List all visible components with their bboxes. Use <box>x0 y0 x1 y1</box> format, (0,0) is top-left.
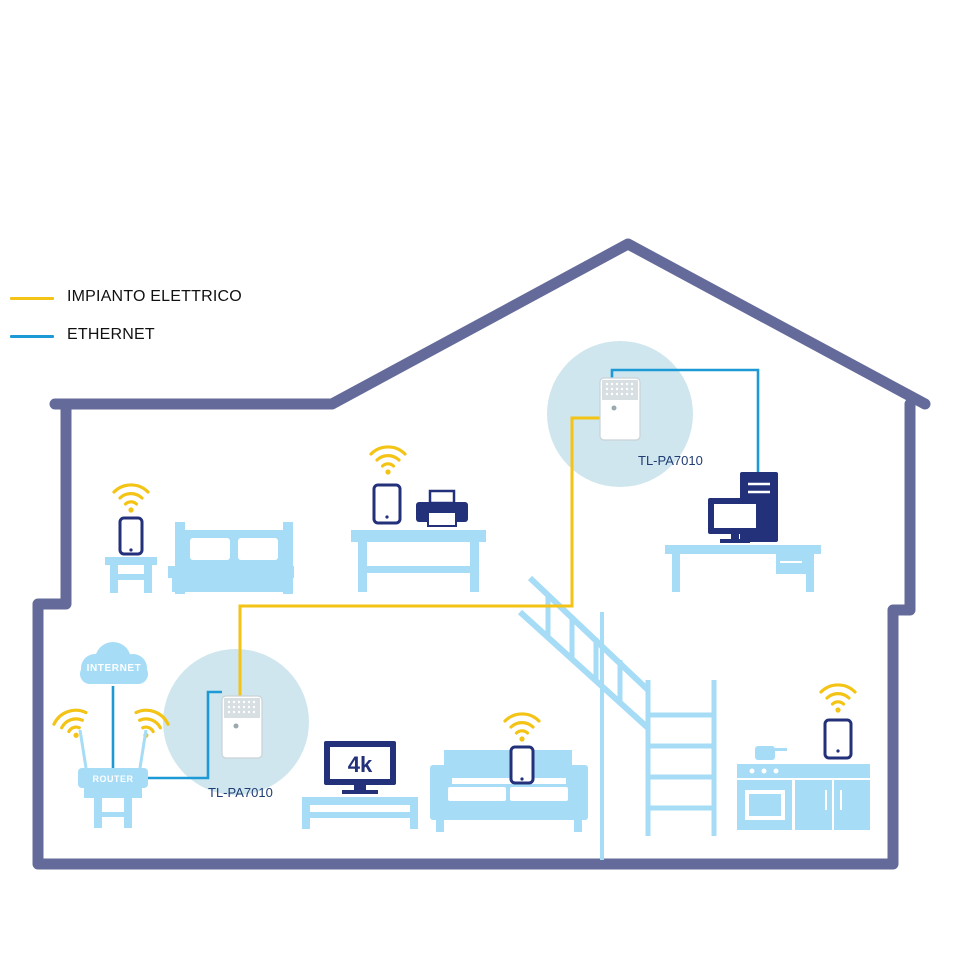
wifi-icon <box>49 704 95 746</box>
legend-label-ethernet: ETHERNET <box>67 326 155 343</box>
nightstand <box>105 557 157 593</box>
legend-item-powerline: IMPIANTO ELETTRICO <box>10 286 310 310</box>
printer-icon <box>416 489 468 527</box>
house-outline <box>32 238 931 870</box>
computer-icon <box>708 472 778 543</box>
tv-stand <box>302 797 418 829</box>
bed <box>168 522 294 594</box>
staircase <box>517 575 717 860</box>
kitchen-counter <box>737 746 870 830</box>
adapter-top <box>599 377 641 441</box>
wifi-icon <box>112 483 150 515</box>
powerline-swatch <box>10 297 54 300</box>
wifi-icon <box>503 712 541 744</box>
tv-label: 4k <box>348 752 373 777</box>
ethernet-cable-bottom <box>146 690 222 780</box>
adapter-top-label: TL-PA7010 <box>638 453 703 468</box>
tv-icon <box>324 741 396 794</box>
router-icon <box>78 729 148 828</box>
tablet-icon <box>823 718 853 760</box>
powerline-cable <box>238 416 600 700</box>
ethernet-swatch <box>10 335 54 338</box>
wifi-icon <box>369 445 407 477</box>
wifi-icon <box>819 683 857 715</box>
sofa <box>430 750 588 832</box>
phone-icon <box>118 516 144 556</box>
tablet-icon <box>372 483 402 525</box>
internet-cloud-icon <box>80 642 148 684</box>
legend-label-powerline: IMPIANTO ELETTRICO <box>67 288 242 305</box>
adapter-bottom-label: TL-PA7010 <box>208 785 273 800</box>
adapter-bottom <box>221 695 263 759</box>
computer-desk <box>665 545 821 592</box>
router-label: ROUTER <box>93 774 134 784</box>
desk <box>351 530 486 592</box>
cloud-label: INTERNET <box>87 663 142 674</box>
legend-item-ethernet: ETHERNET <box>10 324 310 348</box>
phone-icon <box>509 745 535 785</box>
